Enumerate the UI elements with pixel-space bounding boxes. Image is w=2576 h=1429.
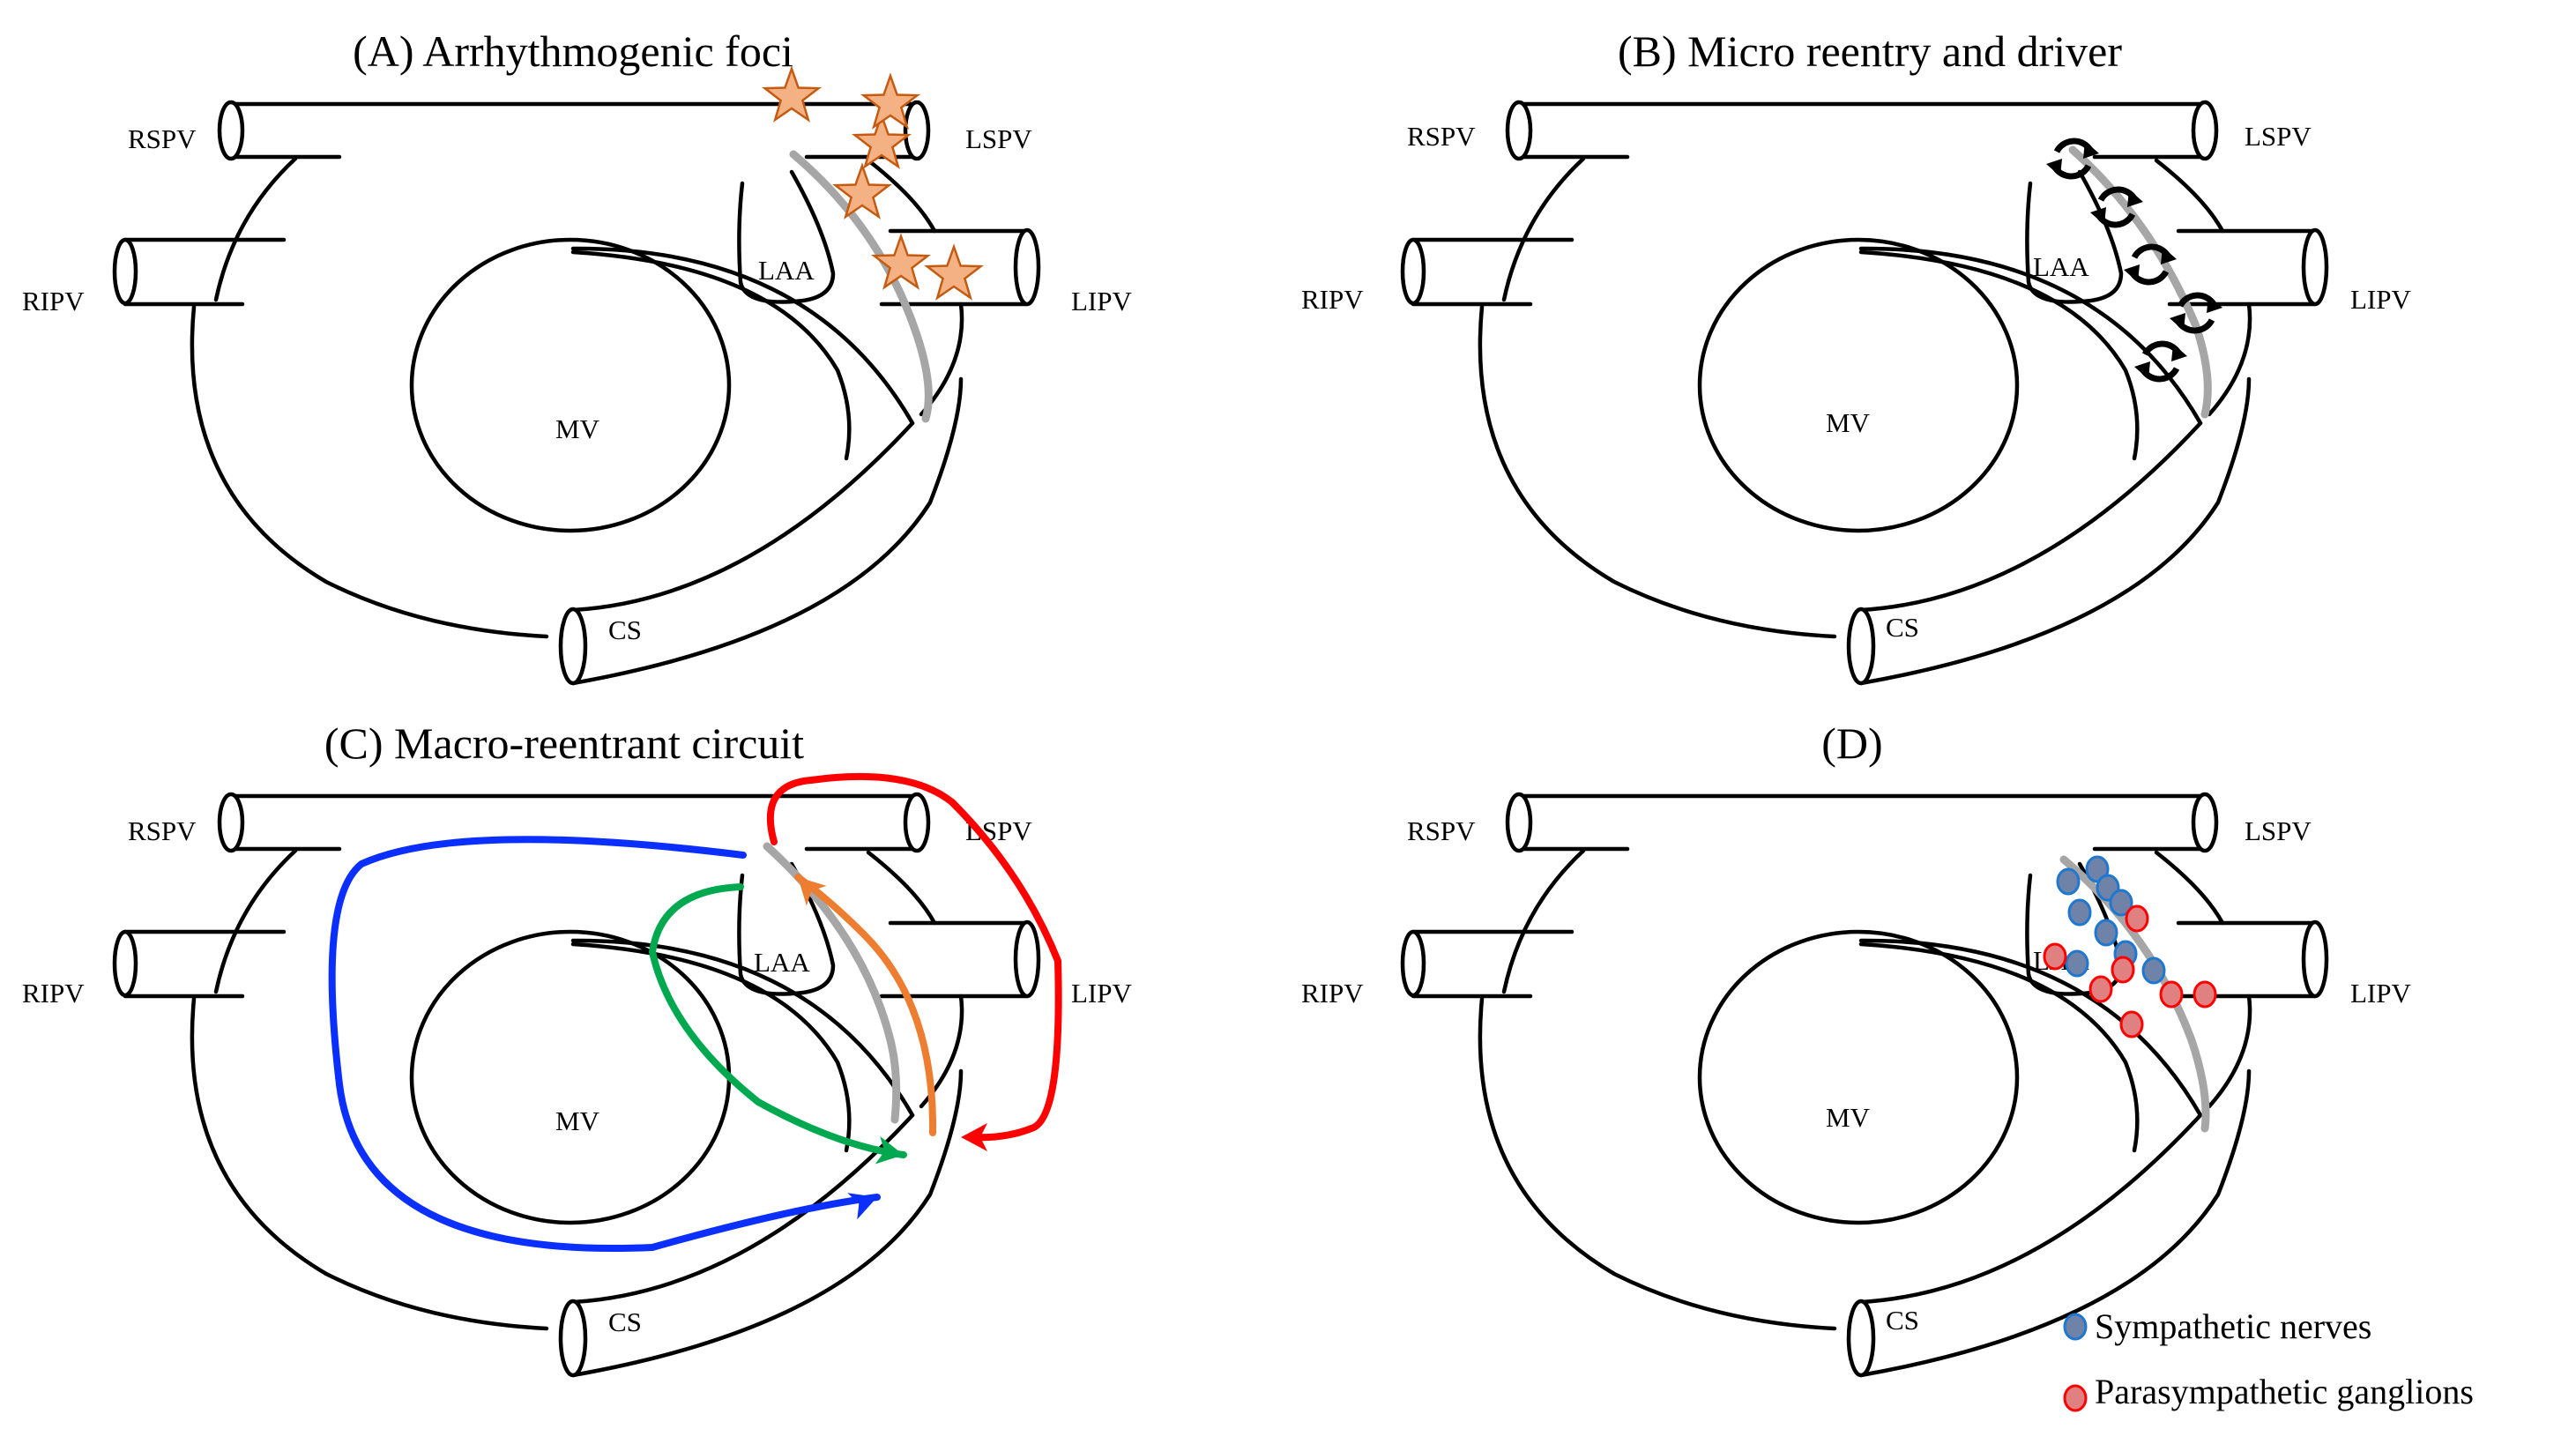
label-laa: LAA [754, 947, 810, 978]
reentry-loop-icon [2170, 292, 2222, 334]
label-cs: CS [608, 614, 642, 645]
arrowhead-icon [2127, 190, 2143, 207]
sympathetic-nerve-dot [2109, 889, 2133, 917]
sympathetic-nerve-dot [2067, 898, 2092, 927]
label-lspv: LSPV [965, 123, 1032, 154]
label-cs: CS [1886, 612, 1919, 643]
arrowhead-icon [2090, 207, 2106, 225]
panel-a: (A) Arrhythmogenic foci RSPV LSPV RIPV L… [22, 26, 1133, 683]
star-focus-icon [924, 243, 984, 301]
reentry-loop-icon [2090, 186, 2143, 228]
arrowhead-icon [2134, 361, 2150, 379]
legend-label: Parasympathetic ganglions [2095, 1372, 2474, 1411]
label-ripv: RIPV [1301, 978, 1364, 1008]
panel-title: (A) Arrhythmogenic foci [353, 26, 793, 76]
parasympathetic-ganglion-dot [2119, 1010, 2144, 1038]
label-mv: MV [1826, 1102, 1871, 1133]
label-mv: MV [555, 413, 600, 444]
arrowhead-icon [2207, 295, 2222, 313]
macro-reentrant-circuits [328, 772, 1062, 1252]
legend: Sympathetic nerves Parasympathetic gangl… [2063, 1306, 2474, 1412]
label-laa: LAA [758, 255, 815, 286]
label-mv: MV [555, 1105, 600, 1136]
arrowhead-icon [2170, 313, 2185, 331]
label-ripv: RIPV [22, 286, 85, 316]
star-focus-icon [832, 162, 892, 220]
label-cs: CS [1886, 1305, 1919, 1336]
label-cs: CS [608, 1306, 642, 1337]
panel-title: (B) Micro reentry and driver [1618, 26, 2122, 76]
label-lipv: LIPV [1071, 286, 1133, 316]
panel-b: (B) Micro reentry and driver RSPV LSPV R… [1301, 26, 2412, 683]
panel-title: (C) Macro-reentrant circuit [324, 718, 804, 768]
circuit-roof-laa [648, 883, 907, 1158]
parasympathetic-ganglion-dot [2111, 956, 2135, 984]
circuit-perimitral [328, 836, 881, 1252]
panel-c: (C) Macro-reentrant circuit RSPV LSPV RI… [22, 718, 1133, 1375]
arrowhead-icon [961, 1123, 987, 1151]
circuit-ligament-of-marshall [794, 874, 937, 1136]
parasympathetic-ganglion-dot [2088, 975, 2113, 1003]
legend-label: Sympathetic nerves [2095, 1306, 2371, 1346]
heart-schematic [1403, 102, 2327, 683]
parasympathetic-dot-icon [2063, 1384, 2088, 1412]
label-rspv: RSPV [128, 815, 197, 846]
label-lipv: LIPV [2350, 284, 2412, 315]
label-ripv: RIPV [22, 978, 85, 1008]
star-focus-icon [762, 65, 822, 123]
sympathetic-nerve-dot [2094, 919, 2118, 947]
reentry-loop-icon [2134, 340, 2187, 383]
heart-schematic [1403, 794, 2327, 1375]
arrowhead-icon [2161, 247, 2177, 264]
micro-reentry-loops [2046, 138, 2222, 383]
parasympathetic-ganglion-dot [2043, 942, 2067, 971]
arrhythmogenic-foci [762, 65, 984, 301]
parasympathetic-ganglion-dot [2125, 904, 2149, 933]
sympathetic-nerve-dot [2141, 956, 2166, 985]
arrowhead-icon [2046, 159, 2062, 176]
label-lspv: LSPV [2245, 815, 2312, 846]
marshall-line [763, 842, 901, 1124]
label-ripv: RIPV [1301, 284, 1364, 315]
sympathetic-nerve-dot [2065, 949, 2089, 978]
legend-item-sympathetic: Sympathetic nerves [2063, 1306, 2371, 1346]
arrowhead-icon [2171, 344, 2187, 361]
sympathetic-nerve-dot [2056, 867, 2081, 896]
heart-schematic [115, 102, 1039, 683]
star-focus-icon [852, 112, 912, 169]
label-lipv: LIPV [1071, 978, 1133, 1008]
parasympathetic-ganglion-dot [2159, 980, 2184, 1008]
label-laa: LAA [2033, 251, 2089, 282]
autonomic-nerve-dots [2043, 855, 2217, 1038]
arrowhead-icon [875, 1136, 904, 1165]
label-rspv: RSPV [128, 123, 197, 154]
circuit-lpv-loop [766, 772, 1062, 1142]
sympathetic-dot-icon [2063, 1313, 2088, 1341]
marshall-line [789, 150, 933, 423]
star-focus-icon [871, 233, 931, 290]
parasympathetic-ganglion-dot [2193, 980, 2217, 1008]
panel-title: (D) [1821, 718, 1882, 768]
arrowhead-icon [847, 1193, 877, 1220]
panel-d: (D) RSPV LSPV RIPV LIPV LAA MV CS Sympat… [1301, 718, 2474, 1412]
label-rspv: RSPV [1407, 121, 1476, 152]
arrowhead-icon [2083, 141, 2099, 159]
star-focus-icon [860, 72, 920, 130]
label-lipv: LIPV [2350, 978, 2412, 1008]
label-rspv: RSPV [1407, 815, 1476, 846]
label-lspv: LSPV [2245, 121, 2312, 152]
arrowhead-icon [798, 877, 827, 906]
reentry-loop-icon [2046, 138, 2099, 180]
legend-item-parasympathetic: Parasympathetic ganglions [2063, 1372, 2474, 1412]
label-mv: MV [1826, 407, 1871, 438]
arrowhead-icon [2124, 264, 2140, 282]
reentry-loop-icon [2124, 243, 2177, 286]
